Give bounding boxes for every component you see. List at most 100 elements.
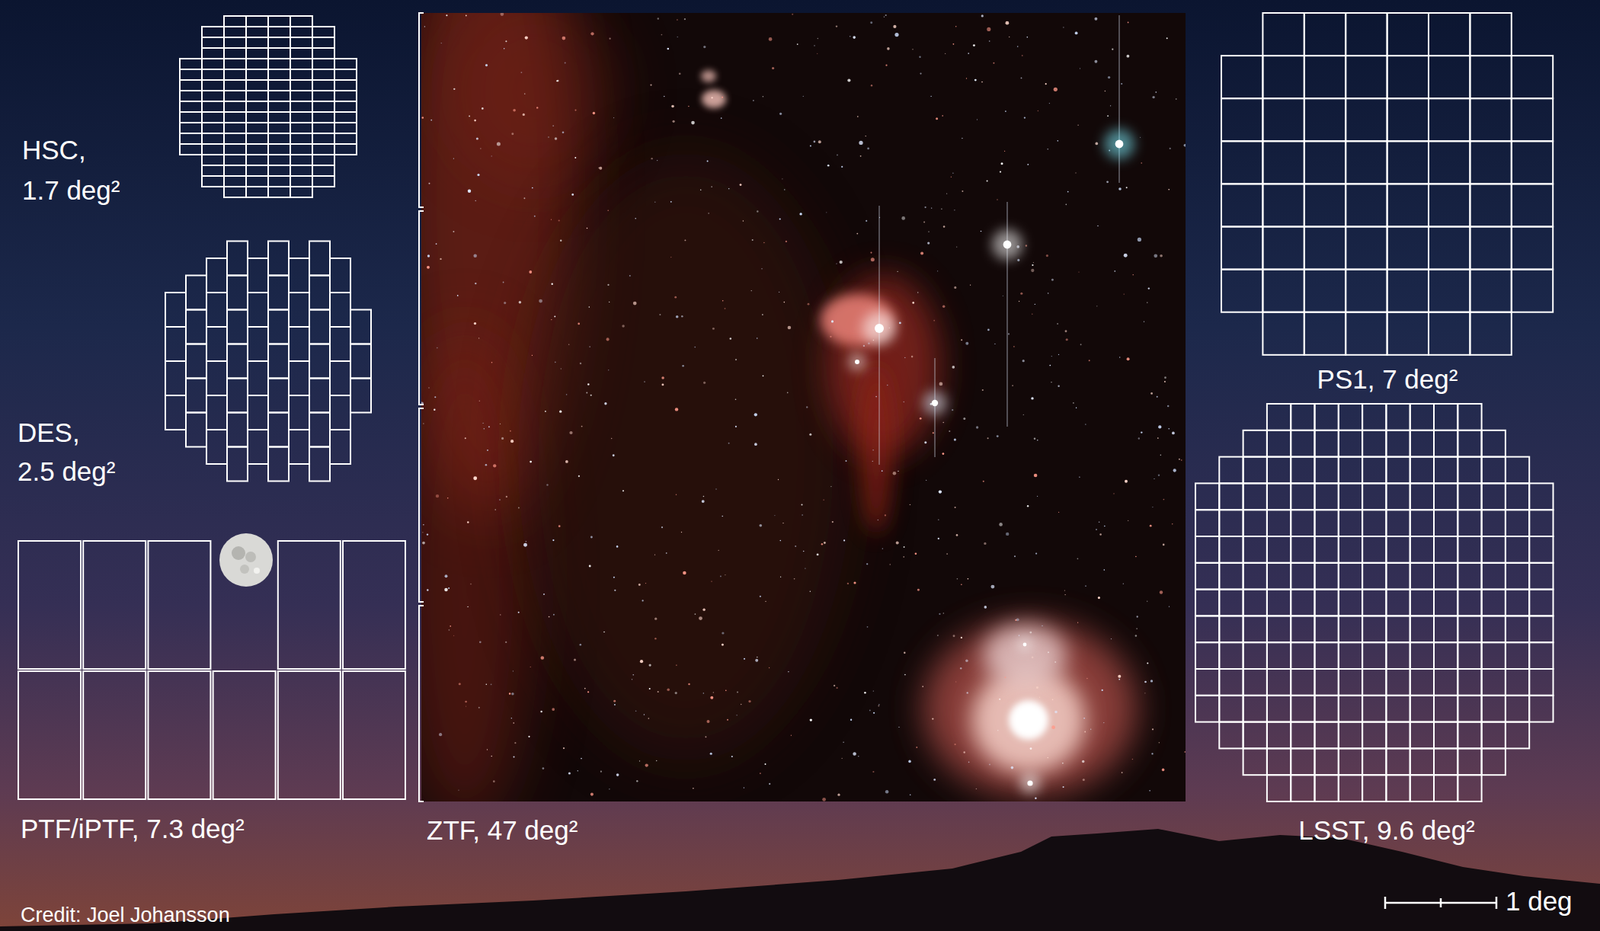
moon-mare [231,546,246,560]
star [481,107,484,110]
ccd-chip [201,112,224,123]
star [1072,402,1074,404]
star [1144,681,1147,684]
star [899,321,902,324]
star [577,323,580,326]
star [580,758,583,760]
star [528,736,530,738]
ccd-chip [213,671,276,800]
star [512,108,516,112]
star [1047,292,1049,294]
ccd-chip [1385,563,1410,590]
star [552,539,554,541]
star [965,342,969,346]
star [756,210,759,212]
star [956,578,959,580]
ccd-chip [1315,403,1339,431]
ccd-chip [1267,722,1291,749]
star [1103,722,1104,724]
ccd-chip [1410,589,1434,617]
star [510,439,514,443]
star [1094,17,1098,21]
star [566,393,568,396]
ccd-chip [1338,457,1363,484]
ccd-chip [1315,509,1339,537]
star [886,384,888,386]
ccd-chip [246,16,269,27]
star [1127,520,1129,522]
bright-star [1003,240,1012,250]
star [1138,437,1140,439]
star [499,499,500,500]
star [1110,105,1111,106]
ccd-chip [1410,483,1434,510]
ccd-chip [1290,748,1315,775]
star [707,160,709,162]
bright-star [874,323,884,333]
star [707,720,711,724]
star [951,409,954,411]
star [889,563,891,565]
ccd-chip [1387,12,1429,56]
star [448,629,451,631]
ccd-chip [1410,430,1434,458]
star [465,705,467,707]
star [661,376,665,380]
ccd-chip [268,80,291,91]
star [1168,188,1170,191]
ccd-chip [227,310,248,345]
ccd-chip [1529,589,1553,617]
star [473,476,477,480]
ccd-chip [1345,140,1387,184]
star [1136,615,1139,618]
star [1171,432,1175,436]
ccd-chip [1315,457,1339,484]
star [803,550,805,553]
ccd-chip [1315,748,1339,775]
ccd-chip [1345,55,1387,99]
ccd-chip [165,395,186,430]
star [1107,76,1111,79]
star [937,537,940,540]
ccd-chip [309,378,330,413]
star [490,683,493,685]
star [870,252,872,254]
star [1075,172,1076,173]
star [467,189,471,193]
star [671,105,675,109]
star [639,760,640,762]
star [1123,253,1128,258]
ccd-chip [288,395,310,430]
star [881,470,884,472]
star [909,793,912,796]
star [821,543,824,546]
star [473,322,477,325]
ccd-chip [1410,695,1434,723]
star [661,34,663,36]
ccd-chip [18,540,81,669]
star [426,533,429,535]
ztf-footprint-drawing [412,7,1191,858]
ccd-chip [1243,722,1268,749]
star [607,210,609,212]
ccd-chip [1457,536,1482,564]
ccd-chip [1221,140,1263,184]
star [486,449,489,452]
ccd-chip [224,48,247,59]
ccd-chip [1385,509,1410,537]
ccd-chip [1338,536,1363,564]
ccd-chip [1362,536,1386,564]
star [578,475,580,477]
ptf-footprint: PTF/iPTF, 7.3 deg² [13,533,414,858]
star [1132,758,1133,760]
star [473,254,477,259]
star [631,678,633,680]
star [784,188,785,190]
ccd-chip [185,310,207,345]
star [751,290,752,292]
ccd-chip [1262,140,1304,184]
star [1148,790,1151,792]
star [771,67,775,70]
ccd-chip [1221,227,1263,270]
star [531,355,533,356]
